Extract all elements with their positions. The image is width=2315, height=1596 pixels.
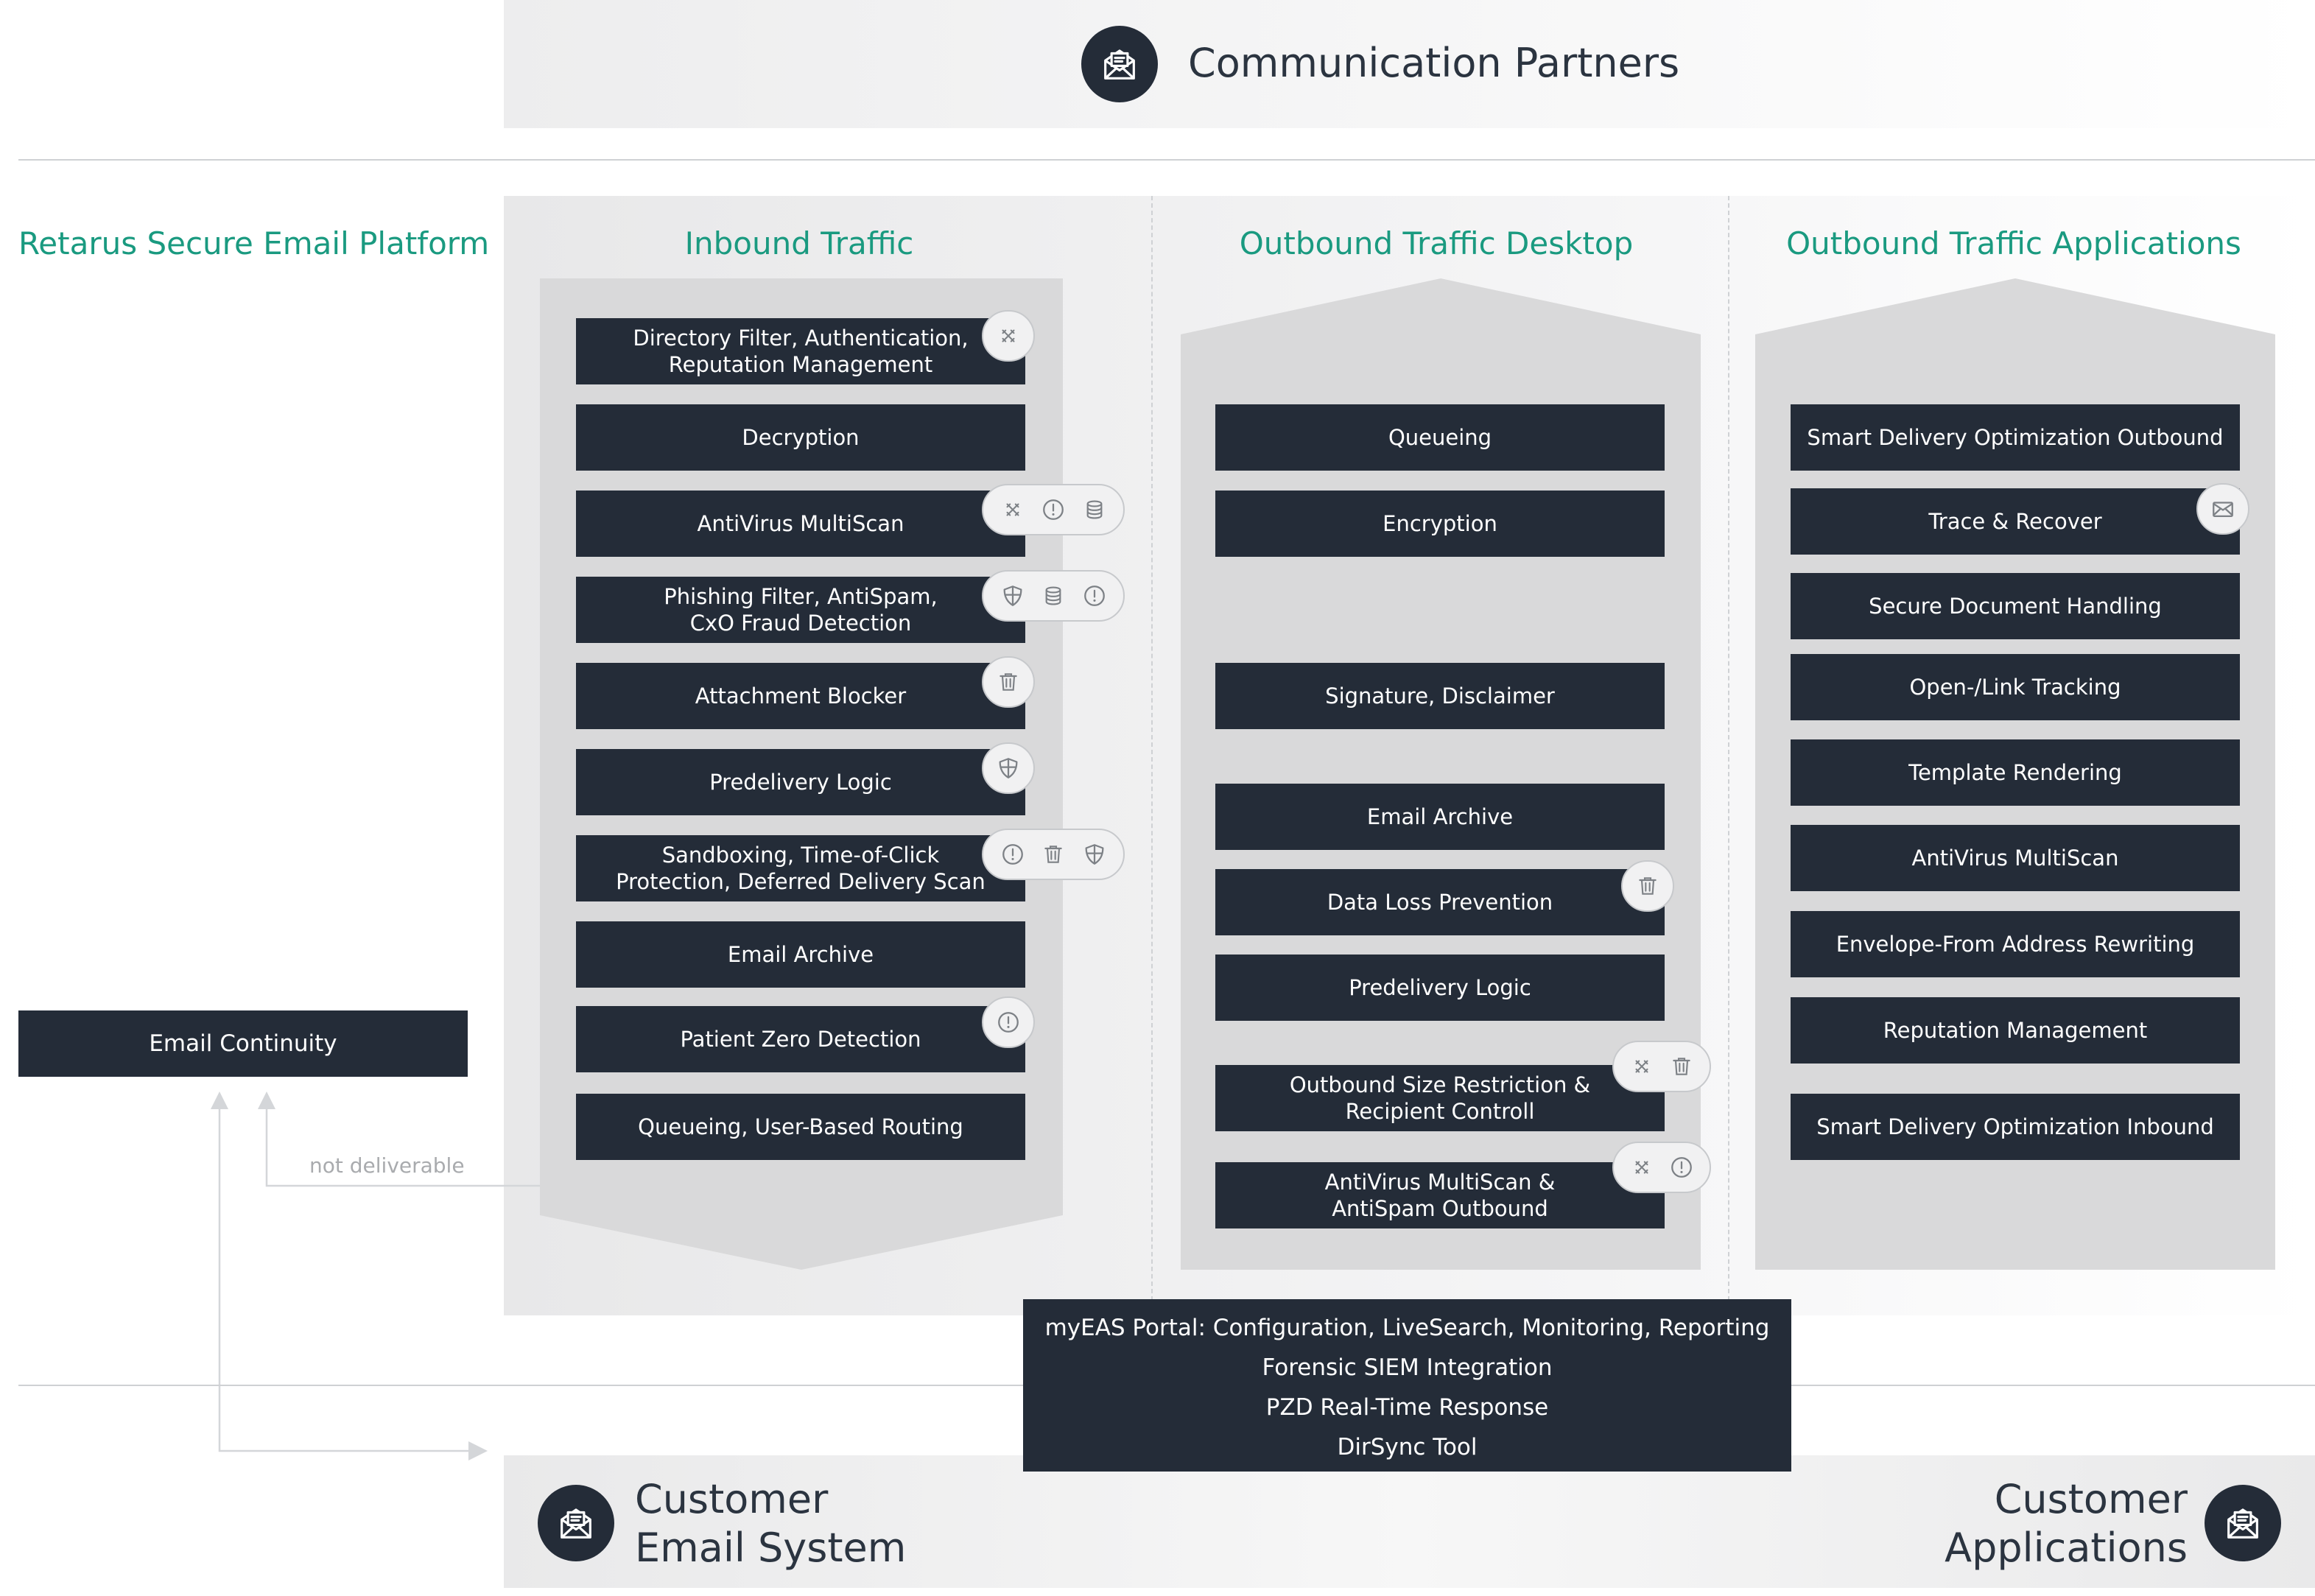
- column-divider: [1728, 196, 1729, 1301]
- trash-icon: [1036, 837, 1071, 872]
- icon-badge: [982, 829, 1125, 880]
- shield-icon: [995, 578, 1030, 614]
- platform-label: Retarus Secure Email Platform: [18, 225, 490, 261]
- outbound-apps-item: AntiVirus MultiScan: [1791, 825, 2240, 891]
- envelope-icon: [1081, 26, 1158, 102]
- customer-email-system-label: Customer Email System: [635, 1476, 907, 1571]
- trash-icon: [1630, 868, 1665, 904]
- alert-icon: [1664, 1150, 1699, 1185]
- alert-icon: [1036, 492, 1071, 527]
- divider-top: [18, 159, 2315, 161]
- outbound-apps-item: Smart Delivery Optimization Outbound: [1791, 404, 2240, 471]
- outbound-apps-item: Open-/Link Tracking: [1791, 654, 2240, 720]
- portal-line: PZD Real-Time Response: [1265, 1394, 1549, 1421]
- icon-badge: [982, 570, 1125, 622]
- outbound-desktop-item: Email Archive: [1215, 784, 1665, 850]
- icon-badge: [982, 656, 1035, 708]
- database-icon: [1077, 492, 1112, 527]
- outbound-desktop-item: Outbound Size Restriction &Recipient Con…: [1215, 1065, 1665, 1131]
- envelope-icon: [538, 1485, 614, 1561]
- outbound-apps-item: Trace & Recover: [1791, 488, 2240, 555]
- inbound-item: Queueing, User-Based Routing: [576, 1094, 1025, 1160]
- icon-badge: [982, 484, 1125, 535]
- shield-icon: [991, 750, 1026, 786]
- arrowhead-up: [258, 1091, 275, 1109]
- trash-icon: [991, 664, 1026, 700]
- outbound-desktop-item: Data Loss Prevention: [1215, 869, 1665, 935]
- outbound-apps-item: Envelope-From Address Rewriting: [1791, 911, 2240, 977]
- inbound-title: Inbound Traffic: [684, 225, 914, 261]
- inbound-item: Patient Zero Detection: [576, 1006, 1025, 1072]
- column-divider: [1151, 196, 1153, 1301]
- envelope-icon: [2205, 491, 2241, 527]
- inbound-item: AntiVirus MultiScan: [576, 491, 1025, 557]
- inbound-item: Email Archive: [576, 921, 1025, 988]
- icon-badge: [1621, 860, 1674, 912]
- outbound-apps-item: Secure Document Handling: [1791, 573, 2240, 639]
- icon-badge: [982, 742, 1035, 794]
- icon-badge: [1612, 1142, 1711, 1193]
- inbound-item: Directory Filter, Authentication,Reputat…: [576, 318, 1025, 384]
- arrowhead-up: [211, 1091, 228, 1109]
- icon-badge: [982, 310, 1035, 362]
- not-deliverable-label: not deliverable: [309, 1153, 465, 1178]
- outbound-desktop-item: Signature, Disclaimer: [1215, 663, 1665, 729]
- inbound-item: Decryption: [576, 404, 1025, 471]
- envelope-icon: [2205, 1485, 2281, 1561]
- customer-bar: [504, 1455, 2315, 1588]
- x-icon: [991, 318, 1026, 354]
- icon-badge: [1612, 1041, 1711, 1092]
- alert-icon: [991, 1005, 1026, 1040]
- outbound-apps-item: Smart Delivery Optimization Inbound: [1791, 1094, 2240, 1160]
- customer-applications-label: Customer Applications: [1945, 1476, 2188, 1571]
- arrowhead-right: [468, 1441, 488, 1460]
- x-icon: [995, 492, 1030, 527]
- portal-line: DirSync Tool: [1337, 1434, 1478, 1460]
- trash-icon: [1664, 1049, 1699, 1084]
- outbound-apps-title: Outbound Traffic Applications: [1786, 225, 2241, 261]
- outbound-desktop-item: AntiVirus MultiScan &AntiSpam Outbound: [1215, 1162, 1665, 1228]
- x-icon: [1624, 1150, 1659, 1185]
- outbound-desktop-item: Predelivery Logic: [1215, 955, 1665, 1021]
- email-continuity-box: Email Continuity: [18, 1010, 468, 1077]
- myeas-portal-box: myEAS Portal: Configuration, LiveSearch,…: [1023, 1299, 1791, 1472]
- inbound-item: Predelivery Logic: [576, 749, 1025, 815]
- outbound-apps-item: Reputation Management: [1791, 997, 2240, 1064]
- icon-badge: [2196, 483, 2249, 535]
- not-deliverable-connector: [218, 1105, 540, 1452]
- portal-line: Forensic SIEM Integration: [1262, 1354, 1553, 1381]
- alert-icon: [1077, 578, 1112, 614]
- outbound-apps-item: Template Rendering: [1791, 739, 2240, 806]
- portal-line: myEAS Portal: Configuration, LiveSearch,…: [1044, 1315, 1770, 1341]
- inbound-item: Phishing Filter, AntiSpam,CxO Fraud Dete…: [576, 577, 1025, 643]
- communication-partners-title: Communication Partners: [1188, 40, 1680, 86]
- shield-icon: [1077, 837, 1112, 872]
- x-icon: [1624, 1049, 1659, 1084]
- outbound-desktop-item: Encryption: [1215, 491, 1665, 557]
- alert-icon: [995, 837, 1030, 872]
- communication-partners-bar: [504, 0, 2315, 128]
- outbound-desktop-item: Queueing: [1215, 404, 1665, 471]
- outbound-desktop-title: Outbound Traffic Desktop: [1239, 225, 1634, 261]
- icon-badge: [982, 996, 1035, 1048]
- database-icon: [1036, 578, 1071, 614]
- inbound-item: Attachment Blocker: [576, 663, 1025, 729]
